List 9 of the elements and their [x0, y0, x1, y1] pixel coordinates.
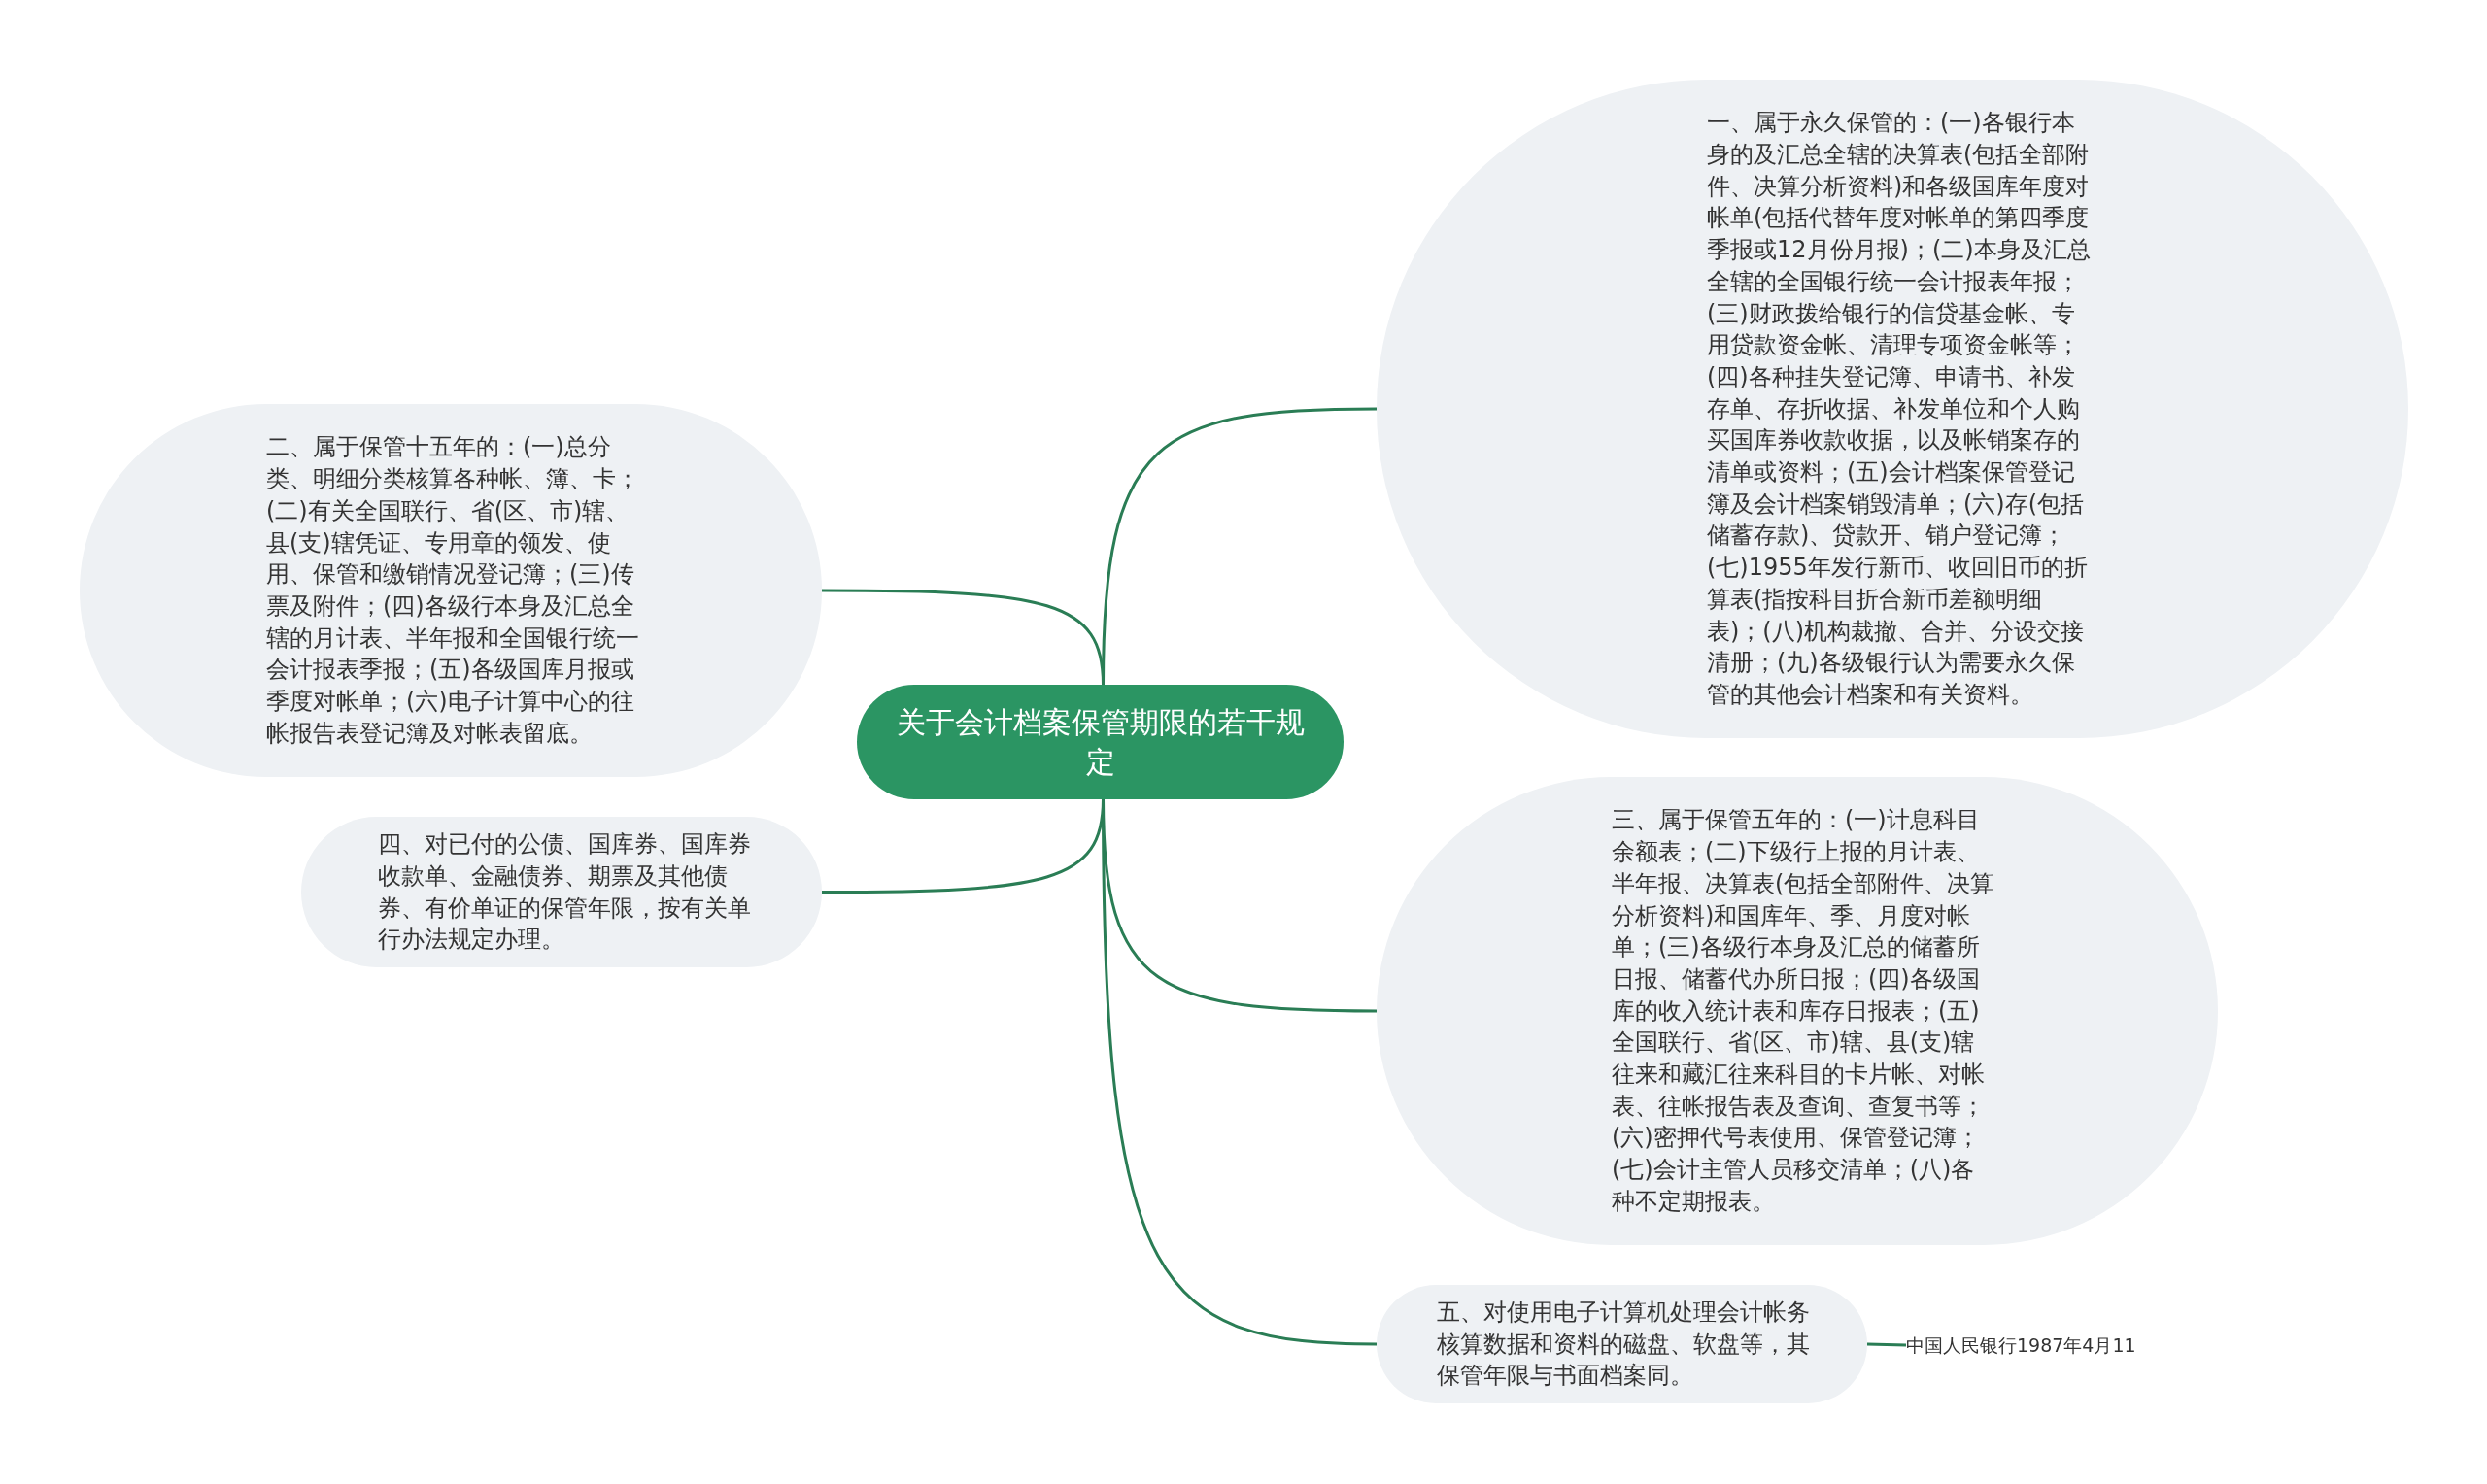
topic-text: 二、属于保管十五年的：(一)总分类、明细分类核算各种帐、簿、卡；(二)有关全国联行、省(区、市)辖、县(支)辖凭证、专用章的领发、使用、保管和缴销情况登记簿；(三)传票及附件；(四)各级行本身及汇总全辖的月计表、半年报和全国银行统一会计报表季报；(五)各级国库月报或季度对帐单；(六)电子计算中心的往帐报告表登记簿及对帐表留底。	[266, 432, 640, 749]
topic-text: 一、属于永久保管的：(一)各银行本身的及汇总全辖的决算表(包括全部附件、决算分析资料)和各级国库年度对帐单(包括代替年度对帐单的第四季度季报或12月份月报)；(二)本身及汇总全辖的全国银行统一会计报表年报；(三)财政拨给银行的信贷基金帐、专用贷款资金帐、清理专项资金帐等；(四)各种挂失登记簿、申请书、补发存单、存折收据、补发单位和个人购买国库券收款收据，以及帐销案存的清单或资料；(五)会计档案保管登记簿及会计档案销毁清单；(六)存(包括储蓄存款)、贷款开、销户登记簿；(七)1955年发行新币、收回旧币的折算表(指按科目折合新币差额明细表)；(八)机构裁撤、合并、分设交接清册；(九)各级银行认为需要永久保管的其他会计档案和有关资料。	[1707, 108, 2091, 710]
note-text: 中国人民银行1987年4月11	[1906, 1332, 2137, 1358]
topic-text: 关于会计档案保管期限的若干规定	[895, 704, 1306, 781]
connector-line	[822, 589, 1105, 686]
topic-text: 四、对已付的公债、国库券、国库券收款单、金融债券、期票及其他债券、有价单证的保管年限，按有关单行办法规定办理。	[378, 829, 752, 956]
topic-text: 三、属于保管五年的：(一)计息科目余额表；(二)下级行上报的月计表、半年报、决算表(包括全部附件、决算分析资料)和国库年、季、月度对帐单；(三)各级行本身及汇总的储蓄所日报、储蓄代办所日报；(四)各级国库的收入统计表和库存日报表；(五)全国联行、省(区、市)辖、县(支)辖往来和藏汇往来科目的卡片帐、对帐表、往帐报告表及查询、查复书等；(六)密押代号表使用、保管登记簿；(七)会计主管人员移交清单；(八)各种不定期报表。	[1612, 805, 1995, 1217]
connector-line	[1866, 1342, 1907, 1347]
topic-text: 五、对使用电子计算机处理会计帐务核算数据和资料的磁盘、软盘等，其保管年限与书面档案同。	[1437, 1297, 1811, 1392]
